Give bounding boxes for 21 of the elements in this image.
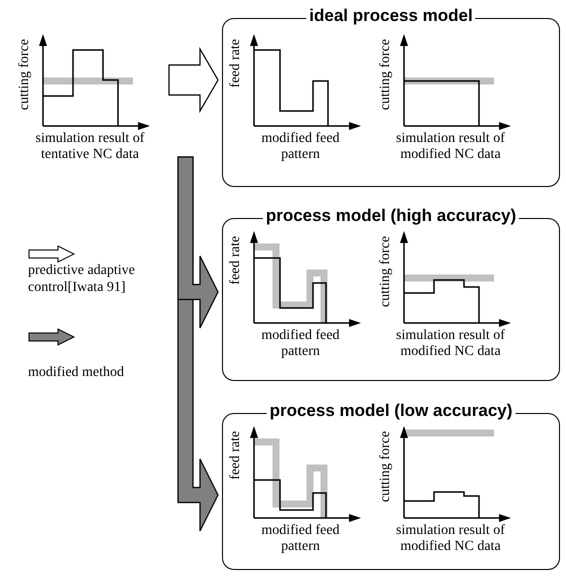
axis-label: cutting force	[378, 430, 392, 502]
panel-heading: process model (high accuracy)	[262, 206, 520, 226]
block-arrow	[168, 46, 219, 114]
panel-heading: process model (low accuracy)	[266, 401, 516, 421]
axis-label: cutting force	[378, 38, 392, 110]
chart-caption: simulation result of modified NC data	[395, 130, 506, 162]
chart-caption: modified feed pattern	[260, 130, 341, 162]
chart-caption: modified feed pattern	[260, 328, 341, 360]
legend-label: modified method	[28, 364, 126, 381]
legend-label: predictive adaptive control[Iwata 91]	[28, 262, 136, 296]
chart-caption: modified feed pattern	[260, 522, 341, 554]
axis-label: feed rate	[228, 430, 242, 480]
chart-caption: simulation result of modified NC data	[395, 328, 506, 360]
axis-label: feed rate	[228, 236, 242, 284]
axis-label: cutting force	[378, 236, 392, 307]
axis-label: feed rate	[228, 38, 242, 88]
chart-caption: simulation result of tentative NC data	[34, 131, 146, 163]
block-arrow	[177, 156, 219, 329]
axis-label: cutting force	[17, 39, 32, 110]
panel-heading: ideal process model	[306, 6, 476, 26]
chart-caption: simulation result of modified NC data	[395, 522, 506, 554]
